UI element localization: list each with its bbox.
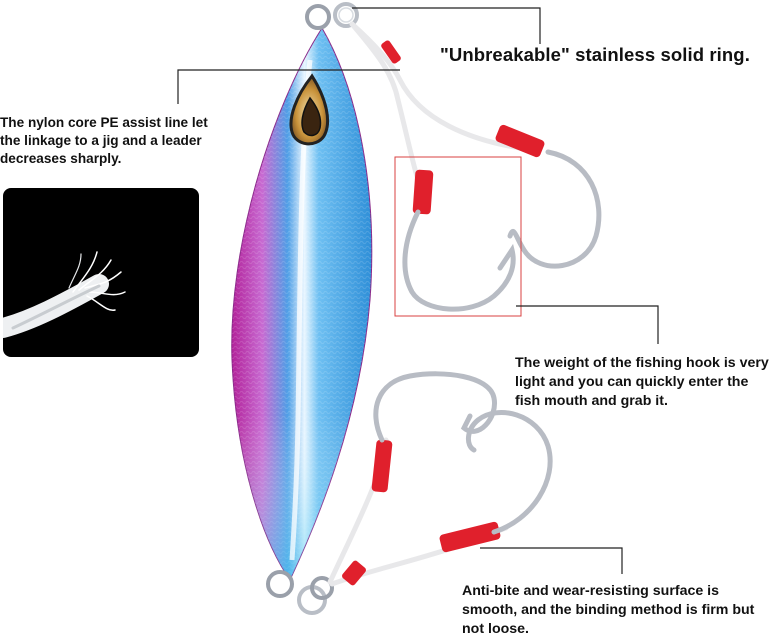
hook-highlight-box: [394, 156, 522, 317]
pe-fiber-strand-icon: [3, 188, 199, 357]
callout-lines: [177, 7, 659, 574]
assist-line-top: [349, 21, 523, 183]
hook-top-right: [507, 149, 602, 269]
solid-ring-bottom: [266, 570, 334, 615]
hook-bottom-right: [466, 410, 553, 535]
hook-bottom-left: [373, 371, 497, 443]
binding-tube-top: [381, 40, 545, 215]
hook-top-left: [402, 209, 516, 312]
pe-line-note: The nylon core PE assist line let the li…: [0, 115, 208, 166]
hook-weight-note: The weight of the fishing hook is very l…: [515, 355, 769, 409]
fiber-strand: [3, 251, 126, 338]
solid-ring-top: [305, 2, 359, 30]
anti-bite-note: Anti-bite and wear-resisting surface is …: [462, 583, 755, 637]
binding-tube-bottom: [342, 439, 501, 586]
fishing-jig-lure-icon: [231, 27, 373, 581]
lure-eye: [289, 73, 330, 146]
ring-title: "Unbreakable" stainless solid ring.: [440, 44, 750, 65]
